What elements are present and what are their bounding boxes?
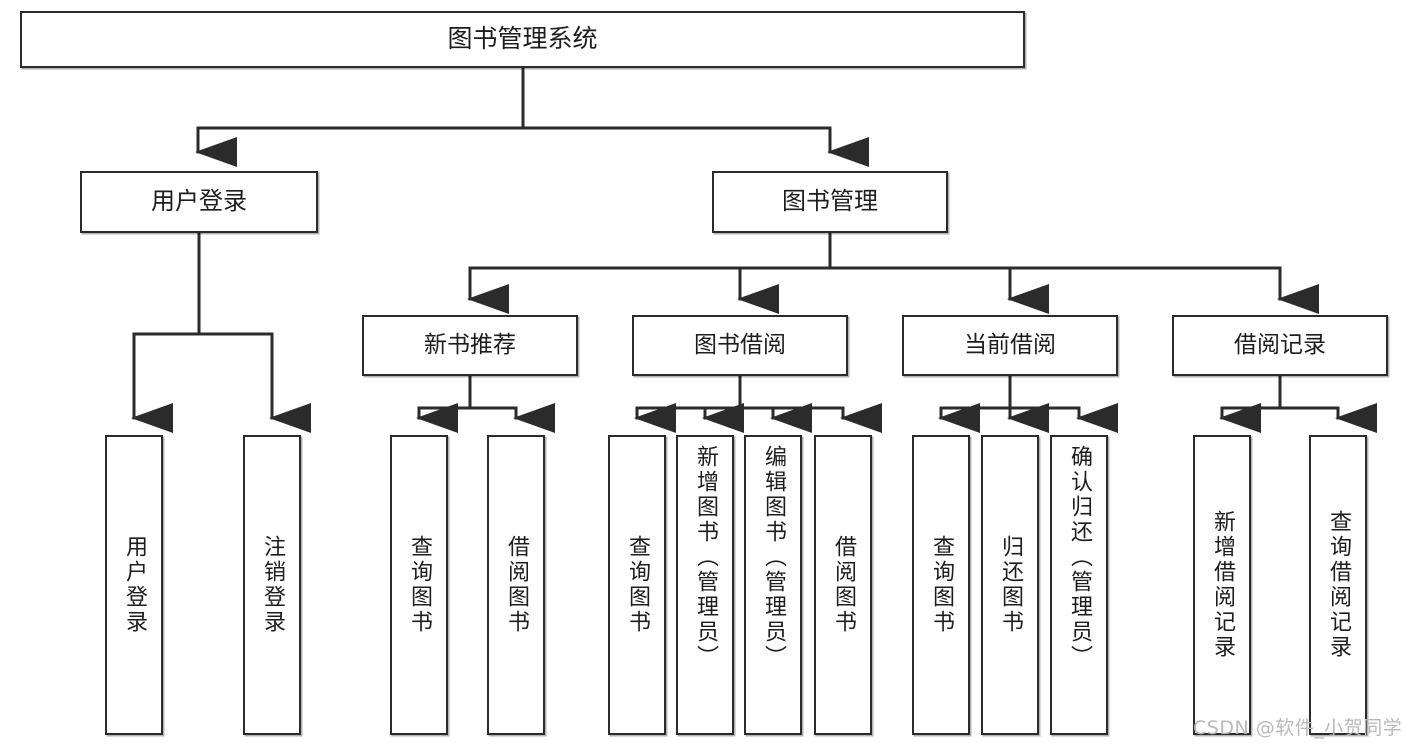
node-borrow-record-label: 借阅记录: [1234, 332, 1326, 359]
node-leaf-add-borrow-record-label: 新增借阅记录: [1210, 510, 1235, 660]
node-leaf-edit-book-admin[interactable]: 编辑图书（管理员）: [744, 435, 802, 735]
node-leaf-logout[interactable]: 注销登录: [243, 435, 301, 735]
node-leaf-borrow-book-recommend-label: 借阅图书: [504, 535, 529, 635]
node-leaf-query-book-borrow[interactable]: 查询图书: [608, 435, 666, 735]
node-root-label: 图书管理系统: [447, 24, 598, 54]
node-leaf-query-book-current-label: 查询图书: [929, 535, 954, 635]
node-leaf-confirm-return-admin[interactable]: 确认归还（管理员）: [1050, 435, 1108, 735]
node-leaf-logout-label: 注销登录: [260, 535, 285, 635]
node-user-login[interactable]: 用户登录: [80, 171, 318, 233]
node-new-book-recommend[interactable]: 新书推荐: [362, 315, 578, 376]
node-current-borrow-label: 当前借阅: [964, 332, 1056, 359]
node-leaf-edit-book-admin-label: 编辑图书（管理员）: [761, 445, 786, 670]
node-book-borrow[interactable]: 图书借阅: [632, 315, 848, 376]
node-root[interactable]: 图书管理系统: [20, 11, 1025, 68]
node-leaf-return-book[interactable]: 归还图书: [981, 435, 1039, 735]
node-borrow-record[interactable]: 借阅记录: [1172, 315, 1388, 376]
node-leaf-query-book-recommend-label: 查询图书: [407, 535, 432, 635]
node-leaf-user-login-label: 用户登录: [122, 535, 147, 635]
node-leaf-query-book-recommend[interactable]: 查询图书: [390, 435, 448, 735]
node-leaf-user-login[interactable]: 用户登录: [105, 435, 163, 735]
node-book-manage[interactable]: 图书管理: [712, 171, 948, 233]
node-new-book-recommend-label: 新书推荐: [424, 332, 516, 359]
node-leaf-add-book-admin[interactable]: 新增图书（管理员）: [676, 435, 734, 735]
node-leaf-query-borrow-record[interactable]: 查询借阅记录: [1309, 435, 1367, 735]
node-leaf-add-borrow-record[interactable]: 新增借阅记录: [1193, 435, 1251, 735]
node-user-login-label: 用户登录: [151, 187, 247, 216]
node-leaf-borrow-book-recommend[interactable]: 借阅图书: [487, 435, 545, 735]
node-book-manage-label: 图书管理: [782, 187, 878, 216]
node-leaf-confirm-return-admin-label: 确认归还（管理员）: [1067, 445, 1092, 670]
node-leaf-query-borrow-record-label: 查询借阅记录: [1326, 510, 1351, 660]
node-current-borrow[interactable]: 当前借阅: [902, 315, 1118, 376]
node-leaf-borrow-book[interactable]: 借阅图书: [814, 435, 872, 735]
node-leaf-return-book-label: 归还图书: [998, 535, 1023, 635]
node-book-borrow-label: 图书借阅: [694, 332, 786, 359]
node-leaf-borrow-book-label: 借阅图书: [831, 535, 856, 635]
node-leaf-query-book-current[interactable]: 查询图书: [912, 435, 970, 735]
node-leaf-query-book-borrow-label: 查询图书: [625, 535, 650, 635]
node-leaf-add-book-admin-label: 新增图书（管理员）: [693, 445, 718, 670]
